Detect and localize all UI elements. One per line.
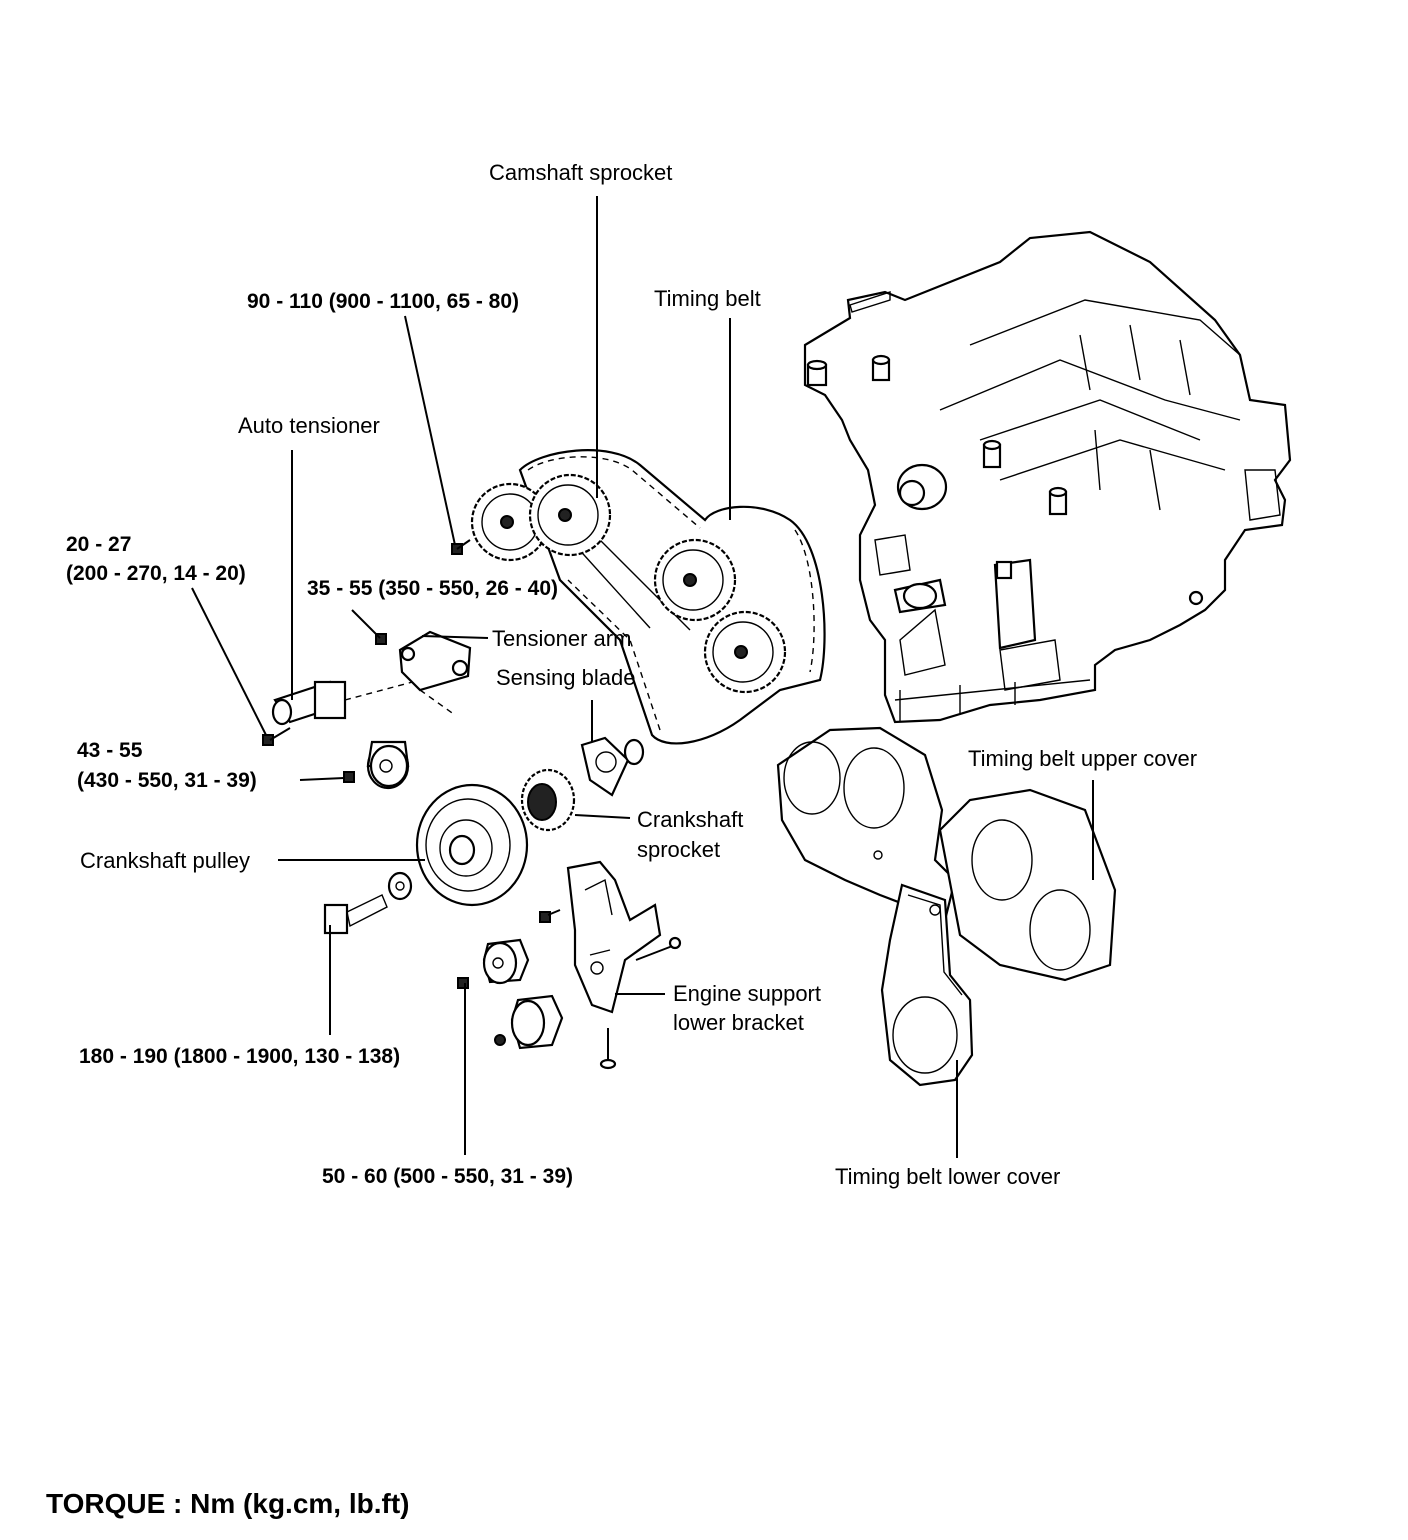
- leader-lines: [191, 196, 1094, 1158]
- torque-units-legend: TORQUE : Nm (kg.cm, lb.ft): [46, 1488, 410, 1519]
- torque-tensioner-bolt-line1: 20 - 27: [66, 533, 132, 556]
- label-engine-support-line1: Engine support: [673, 981, 821, 1006]
- label-sensing-blade: Sensing blade: [496, 665, 636, 690]
- torque-arm-bolt: 35 - 55 (350 - 550, 26 - 40): [307, 577, 558, 600]
- torque-bracket-bolt: 50 - 60 (500 - 550, 31 - 39): [322, 1165, 573, 1188]
- label-crankshaft-sprocket-line1: Crankshaft: [637, 807, 744, 832]
- label-auto-tensioner: Auto tensioner: [238, 413, 380, 438]
- crankshaft-bolt: [323, 894, 388, 935]
- label-camshaft-sprocket: Camshaft sprocket: [489, 160, 673, 185]
- torque-idler-bolt-line1: 43 - 55: [77, 739, 143, 762]
- tensioner-bolt: [262, 727, 291, 746]
- engine-block: [803, 230, 1292, 724]
- engine-support-bracket: [539, 860, 682, 1070]
- crankshaft-pulley: [387, 783, 529, 907]
- idler-pulley: [343, 740, 410, 790]
- label-crankshaft-sprocket-line2: sprocket: [637, 837, 721, 862]
- label-engine-support-line2: lower bracket: [673, 1010, 804, 1035]
- sensing-blade: [580, 736, 645, 797]
- label-lower-cover: Timing belt lower cover: [835, 1164, 1061, 1189]
- tensioner-arm: [375, 630, 472, 716]
- label-crankshaft-pulley: Crankshaft pulley: [80, 848, 250, 873]
- label-tensioner-arm: Tensioner arm: [492, 626, 632, 651]
- lower-idler-rollers: [457, 938, 564, 1050]
- camshaft-sprockets: [470, 473, 787, 694]
- torque-tensioner-bolt-line2: (200 - 270, 14 - 20): [66, 562, 246, 585]
- label-upper-cover: Timing belt upper cover: [968, 746, 1198, 771]
- auto-tensioner: [271, 679, 421, 726]
- torque-crank-bolt: 180 - 190 (1800 - 1900, 130 - 138): [79, 1045, 401, 1068]
- label-timing-belt: Timing belt: [654, 286, 761, 311]
- timing-belt-upper-cover: [776, 726, 1117, 982]
- torque-cam-bolt: 90 - 110 (900 - 1100, 65 - 80): [247, 290, 520, 313]
- timing-belt-lower-cover: [880, 883, 974, 1087]
- torque-idler-bolt-line2: (430 - 550, 31 - 39): [77, 769, 257, 792]
- cam-bolt: [451, 539, 471, 555]
- crankshaft-sprocket: [520, 768, 576, 832]
